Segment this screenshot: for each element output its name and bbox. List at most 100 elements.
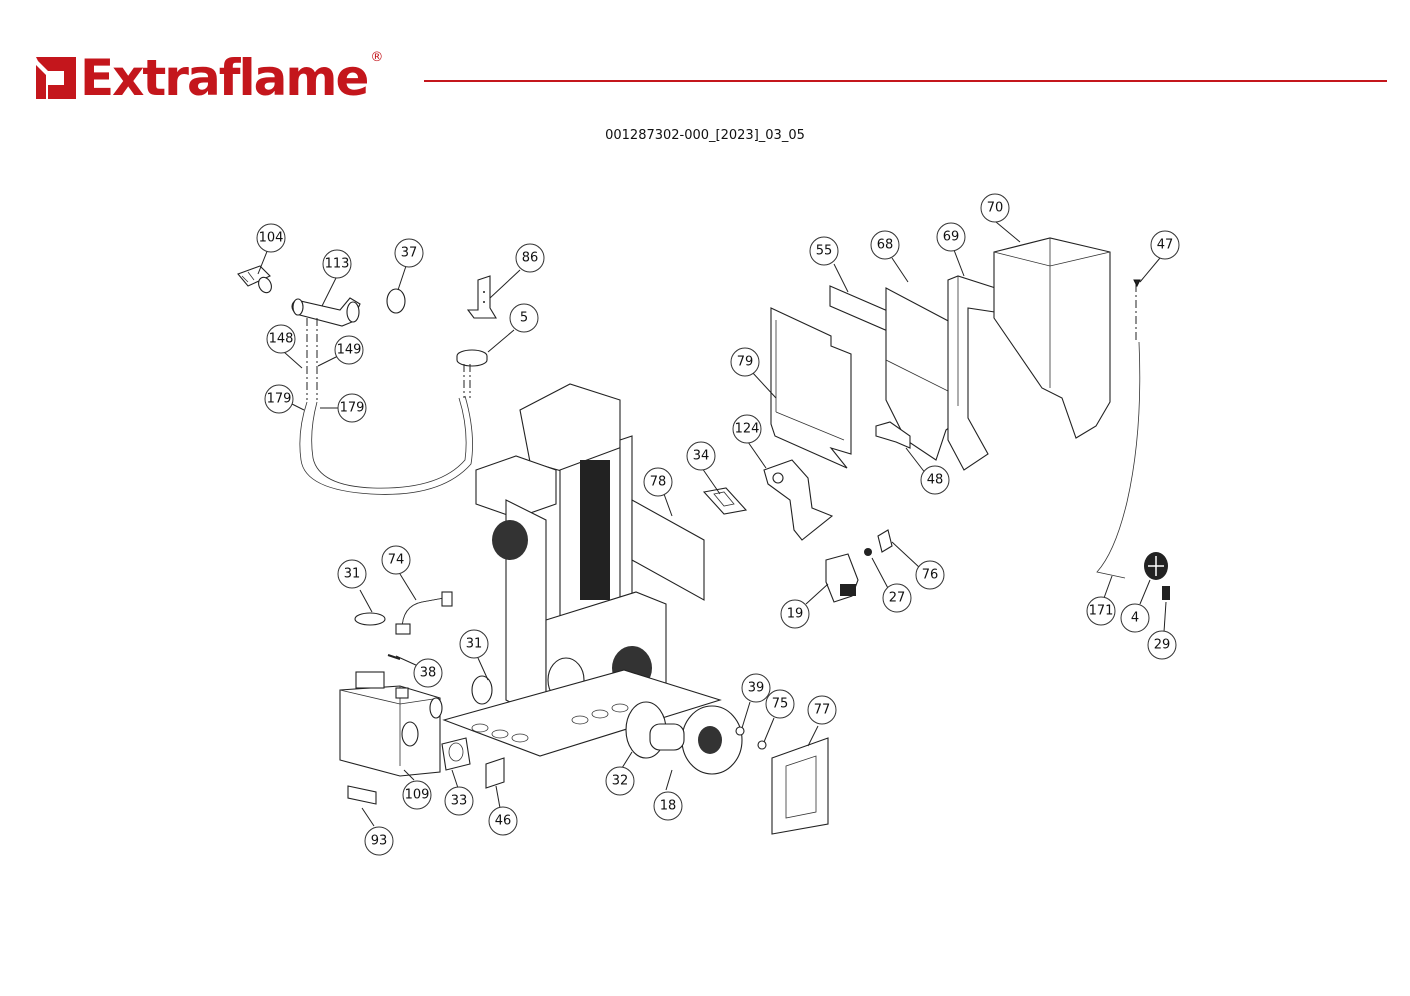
callout-circle: [807, 695, 837, 725]
part-48-bracket: [875, 421, 911, 449]
callout-circle: [509, 303, 539, 333]
part-31-gasket-right: [471, 675, 493, 705]
part-79-panel: [770, 307, 852, 469]
callout-149: 149: [334, 335, 364, 365]
part-18-fan: [649, 705, 743, 775]
callout-124: 124: [732, 414, 762, 444]
callout-number: 39: [748, 681, 765, 696]
callout-number: 104: [259, 231, 284, 246]
callout-circle: [488, 806, 518, 836]
callout-circle: [1120, 603, 1150, 633]
callout-circle: [882, 583, 912, 613]
callout-4: 4: [1120, 603, 1150, 633]
callout-18: 18: [653, 791, 683, 821]
part-31-gasket-left: [354, 612, 386, 626]
callout-circle: [337, 393, 367, 423]
callout-29: 29: [1147, 630, 1177, 660]
header-rule: [424, 80, 1387, 82]
callout-number: 27: [889, 591, 906, 606]
part-39-washer: [735, 726, 745, 736]
callout-number: 69: [943, 230, 960, 245]
part-113-flue-pipe: [291, 297, 361, 327]
callout-circle: [413, 658, 443, 688]
callout-number: 77: [814, 703, 831, 718]
callout-47: 47: [1150, 230, 1180, 260]
callout-number: 5: [520, 311, 528, 326]
callout-circle: [653, 791, 683, 821]
callout-69: 69: [936, 222, 966, 252]
callout-number: 76: [922, 568, 939, 583]
callout-number: 18: [660, 799, 677, 814]
callout-number: 31: [466, 637, 483, 652]
callout-number: 32: [612, 774, 629, 789]
callout-74: 74: [381, 545, 411, 575]
callout-circle: [915, 560, 945, 590]
callout-circle: [322, 249, 352, 279]
part-4-thermostat: [1144, 552, 1168, 580]
callout-78: 78: [643, 467, 673, 497]
callout-number: 70: [987, 201, 1004, 216]
callout-32: 32: [605, 766, 635, 796]
callout-circle: [605, 766, 635, 796]
part-74-elbow-pipe: [395, 591, 453, 635]
part-104-fitting: [237, 265, 272, 294]
callout-76: 76: [915, 560, 945, 590]
callout-5: 5: [509, 303, 539, 333]
callout-39: 39: [741, 673, 771, 703]
callout-179: 179: [337, 393, 367, 423]
callout-70: 70: [980, 193, 1010, 223]
callout-number: 37: [401, 246, 418, 261]
callout-number: 124: [735, 422, 760, 437]
callout-circle: [444, 786, 474, 816]
callout-circle: [741, 673, 771, 703]
part-55-plate: [829, 285, 891, 333]
part-69-bracket: [947, 275, 1009, 471]
callout-circle: [780, 599, 810, 629]
callout-number: 19: [787, 607, 804, 622]
callout-number: 46: [495, 814, 512, 829]
callout-48: 48: [920, 465, 950, 495]
callout-number: 171: [1089, 604, 1114, 619]
callout-circle: [980, 193, 1010, 223]
callout-circle: [1086, 596, 1116, 626]
callout-number: 74: [388, 553, 405, 568]
callout-circle: [334, 335, 364, 365]
callout-number: 78: [650, 475, 667, 490]
callout-circle: [402, 780, 432, 810]
part-5-sensor-cap: [456, 349, 488, 367]
callout-circle: [1147, 630, 1177, 660]
callout-number: 113: [325, 257, 350, 272]
callout-circle: [1150, 230, 1180, 260]
part-76-cover: [877, 529, 893, 553]
callout-circle: [266, 324, 296, 354]
part-109-connector-box: [339, 671, 443, 777]
part-37-gasket: [386, 288, 406, 314]
callout-number: 149: [337, 343, 362, 358]
callout-circle: [364, 826, 394, 856]
callout-113: 113: [322, 249, 352, 279]
callout-number: 109: [405, 788, 430, 803]
part-base-frame: [442, 669, 722, 757]
callout-93: 93: [364, 826, 394, 856]
callout-33: 33: [444, 786, 474, 816]
callout-circle: [936, 222, 966, 252]
callout-circle: [870, 230, 900, 260]
callout-31: 31: [459, 629, 489, 659]
part-27-screw: [864, 548, 872, 556]
callout-number: 55: [816, 244, 833, 259]
callout-number: 38: [420, 666, 437, 681]
brand-logo: Extraflame ®: [34, 50, 383, 104]
callout-number: 75: [772, 697, 789, 712]
part-33-flange-gasket: [441, 737, 471, 771]
logo-flame-icon: [34, 55, 78, 101]
callout-27: 27: [882, 583, 912, 613]
callout-86: 86: [515, 243, 545, 273]
callout-148: 148: [266, 324, 296, 354]
callout-109: 109: [402, 780, 432, 810]
part-46-cover-plate: [485, 757, 505, 789]
callout-number: 29: [1154, 638, 1171, 653]
callout-179: 179: [264, 384, 294, 414]
part-171-cable: [1096, 341, 1141, 579]
callout-circle: [765, 689, 795, 719]
